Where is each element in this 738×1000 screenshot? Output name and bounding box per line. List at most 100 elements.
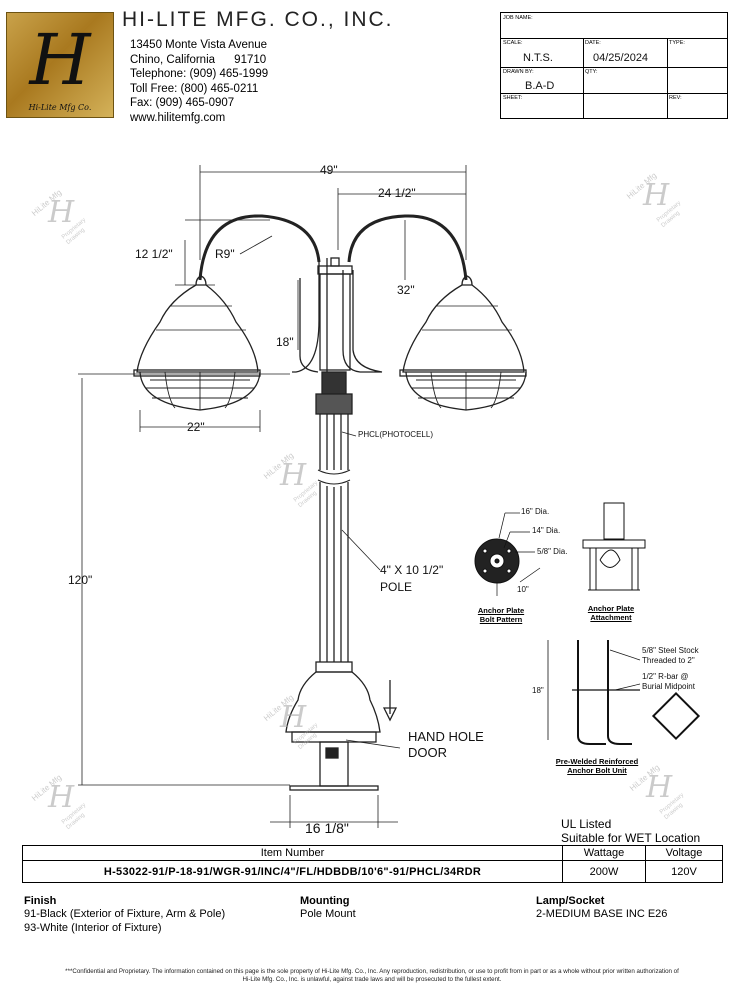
hand-hole-callout-2: DOOR bbox=[408, 745, 447, 760]
mounting-label: Mounting bbox=[300, 895, 350, 907]
hand-hole-door bbox=[325, 747, 339, 759]
dim-arm-rise: 12 1/2" bbox=[135, 247, 173, 261]
dim-radius: R9" bbox=[215, 247, 235, 261]
watermark-monogram-icon: H bbox=[280, 458, 307, 493]
down-arrow-icon bbox=[382, 680, 398, 722]
pole-callout-2: POLE bbox=[380, 580, 413, 594]
watermark-monogram-icon: H bbox=[280, 700, 307, 735]
left-globe bbox=[136, 284, 259, 373]
attachment-title: Anchor Plate Attachment bbox=[580, 604, 642, 622]
logo-caption: Hi-Lite Mfg Co. bbox=[28, 103, 92, 112]
finish-section: Finish 91-Black (Exterior of Fixture, Ar… bbox=[24, 895, 225, 935]
website-link[interactable]: www.hilitemfg.com bbox=[130, 111, 226, 124]
dim-base-width: 16 1/8" bbox=[305, 820, 349, 836]
watermark-monogram-icon: H bbox=[646, 770, 673, 805]
steel-stock-note-2: Threaded to 2" bbox=[642, 656, 695, 665]
rebar-note-2: Burial Midpoint bbox=[642, 682, 695, 691]
rebar-note-1: 1/2" R-bar @ bbox=[642, 672, 689, 681]
attachment-title-line: Attachment bbox=[590, 613, 632, 622]
steel-stock-note-1: 5/8" Steel Stock bbox=[642, 646, 699, 655]
left-arm-upright bbox=[292, 258, 328, 373]
left-arm-curve bbox=[198, 214, 321, 281]
date-value: 04/25/2024 bbox=[593, 52, 649, 64]
dim-globe-width: 22" bbox=[187, 420, 205, 434]
dim-total-height: 120" bbox=[68, 573, 93, 587]
confidentiality-footer: ***Confidential and Proprietary. The inf… bbox=[65, 968, 679, 983]
lamp-section: Lamp/Socket 2-MEDIUM BASE INC E26 bbox=[536, 895, 667, 921]
anchor-unit-title-line: Anchor Bolt Unit bbox=[567, 766, 627, 775]
type-label: TYPE: bbox=[669, 40, 685, 46]
company-address: 13450 Monte Vista Avenue Chino, Californ… bbox=[130, 38, 268, 125]
right-arm-curve bbox=[347, 214, 468, 281]
lamp-label: Lamp/Socket bbox=[536, 895, 605, 907]
bolt-pattern-title: Anchor Plate Bolt Pattern bbox=[470, 606, 532, 624]
item-number-value: H-53022-91/P-18-91/WGR-91/INC/4"/FL/HDBD… bbox=[22, 860, 563, 883]
date-label: DATE: bbox=[585, 40, 601, 46]
attachment-title-line: Anchor Plate bbox=[587, 604, 635, 613]
scale-value: N.T.S. bbox=[523, 52, 553, 64]
voltage-value: 120V bbox=[645, 860, 723, 883]
anchor-dia-16: 16" Dia. bbox=[521, 507, 550, 516]
photocell bbox=[321, 371, 347, 395]
sheet-label: SHEET: bbox=[503, 95, 523, 101]
fax-line: Fax: (909) 465-0907 bbox=[130, 97, 235, 109]
dim-half-width: 24 1/2" bbox=[378, 186, 416, 200]
scale-label: SCALE: bbox=[503, 40, 523, 46]
company-logo: H Hi-Lite Mfg Co. bbox=[6, 12, 114, 118]
watermark-monogram-icon: H bbox=[48, 780, 75, 815]
anchor-offset: 10" bbox=[517, 585, 529, 594]
anchor-dia-58: 5/8" Dia. bbox=[537, 547, 568, 556]
ul-listed-text: UL Listed bbox=[561, 817, 612, 831]
dim-arm-height: 32" bbox=[397, 283, 415, 297]
dim-overall-width: 49" bbox=[320, 163, 338, 177]
phone-line: Telephone: (909) 465-1999 bbox=[130, 68, 269, 80]
bolt-pattern-title-line: Anchor Plate bbox=[477, 606, 525, 615]
pole-shaft bbox=[319, 482, 349, 662]
anchor-plate-bolt-pattern bbox=[474, 512, 541, 596]
anchor-unit-title-line: Pre-Welded Reinforced bbox=[555, 757, 639, 766]
mounting-value: Pole Mount bbox=[300, 908, 356, 920]
anchor-bolt-unit bbox=[547, 640, 701, 745]
drawn-by-label: DRAWN BY: bbox=[503, 69, 534, 75]
title-block: JOB NAME: SCALE: N.T.S. DATE: 04/25/2024… bbox=[500, 12, 728, 119]
company-name: HI-LITE MFG. CO., INC. bbox=[122, 8, 394, 31]
qty-label: QTY: bbox=[585, 69, 598, 75]
lamp-value: 2-MEDIUM BASE INC E26 bbox=[536, 908, 668, 920]
anchor-unit-height: 18" bbox=[532, 686, 544, 695]
fixture-drawing bbox=[78, 165, 701, 828]
mounting-section: Mounting Pole Mount bbox=[300, 895, 356, 921]
item-number-header: Item Number bbox=[22, 845, 563, 861]
anchor-unit-title: Pre-Welded Reinforced Anchor Bolt Unit bbox=[548, 757, 646, 775]
wet-location-text: Suitable for WET Location bbox=[561, 831, 701, 845]
bolt-pattern-title-line: Bolt Pattern bbox=[479, 615, 523, 624]
item-table: Item Number Wattage Voltage H-53022-91/P… bbox=[22, 845, 723, 883]
hand-hole-callout-1: HAND HOLE bbox=[408, 729, 484, 744]
photocell-callout: PHCL(PHOTOCELL) bbox=[358, 430, 433, 439]
address-line: 13450 Monte Vista Avenue bbox=[130, 39, 268, 51]
pole-callout-1: 4" X 10 1/2" bbox=[380, 563, 444, 577]
anchor-plate-attachment bbox=[582, 502, 646, 591]
voltage-header: Voltage bbox=[645, 845, 723, 861]
tollfree-line: Toll Free: (800) 465-0211 bbox=[130, 82, 259, 95]
job-name-label: JOB NAME: bbox=[503, 15, 533, 21]
logo-monogram: H bbox=[29, 19, 91, 101]
rev-label: REV: bbox=[669, 95, 682, 101]
drawn-by-value: B.A-D bbox=[525, 80, 555, 92]
wattage-value: 200W bbox=[562, 860, 646, 883]
watermark-monogram-icon: H bbox=[48, 195, 75, 230]
pole-base bbox=[285, 671, 381, 733]
dim-arm-drop: 18" bbox=[276, 335, 294, 349]
finish-value: 91-Black (Exterior of Fixture, Arm & Pol… bbox=[24, 908, 226, 920]
anchor-dia-14: 14" Dia. bbox=[532, 526, 561, 535]
right-globe bbox=[402, 284, 525, 373]
address-line: Chino, California 91710 bbox=[130, 53, 267, 66]
watermark-monogram-icon: H bbox=[643, 178, 670, 213]
finish-label: Finish bbox=[24, 895, 57, 907]
ul-listing: UL Listed Suitable for WET Location bbox=[561, 817, 700, 845]
